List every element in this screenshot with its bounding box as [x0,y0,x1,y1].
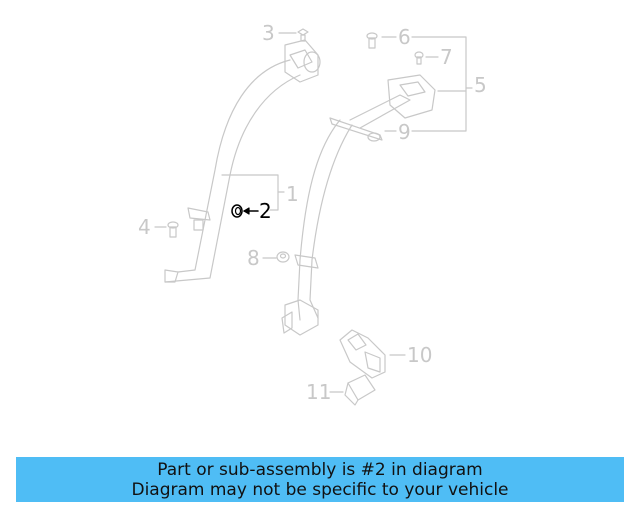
callout-7[interactable]: 7 [440,45,453,69]
bolt-4-icon [167,221,179,238]
bolt-7-icon [414,51,424,65]
callout-2[interactable]: 2 [259,199,272,223]
info-banner: Part or sub-assembly is #2 in diagram Di… [16,457,624,502]
cover-11-icon [344,374,376,406]
part-2-grommet-icon [231,204,259,218]
callout-8[interactable]: 8 [247,246,260,270]
bolt-3-icon [297,28,309,42]
banner-part-notice: Part or sub-assembly is #2 in diagram [157,460,483,480]
callout-3[interactable]: 3 [262,21,275,45]
buckle-10-icon [339,329,386,379]
callout-10[interactable]: 10 [407,343,433,367]
callout-1[interactable]: 1 [286,182,299,206]
nut-8-icon [276,251,290,263]
banner-disclaimer: Diagram may not be specific to your vehi… [131,480,509,500]
seat-belt-parts-diagram [154,28,473,406]
left-belt-assembly [164,39,321,283]
bolt-6-icon [366,32,378,49]
callout-4[interactable]: 4 [138,215,151,239]
callout-9[interactable]: 9 [398,120,411,144]
callout-5[interactable]: 5 [474,73,487,97]
callout-11[interactable]: 11 [306,380,332,404]
callout-6[interactable]: 6 [398,25,411,49]
right-belt-assembly [281,74,436,336]
